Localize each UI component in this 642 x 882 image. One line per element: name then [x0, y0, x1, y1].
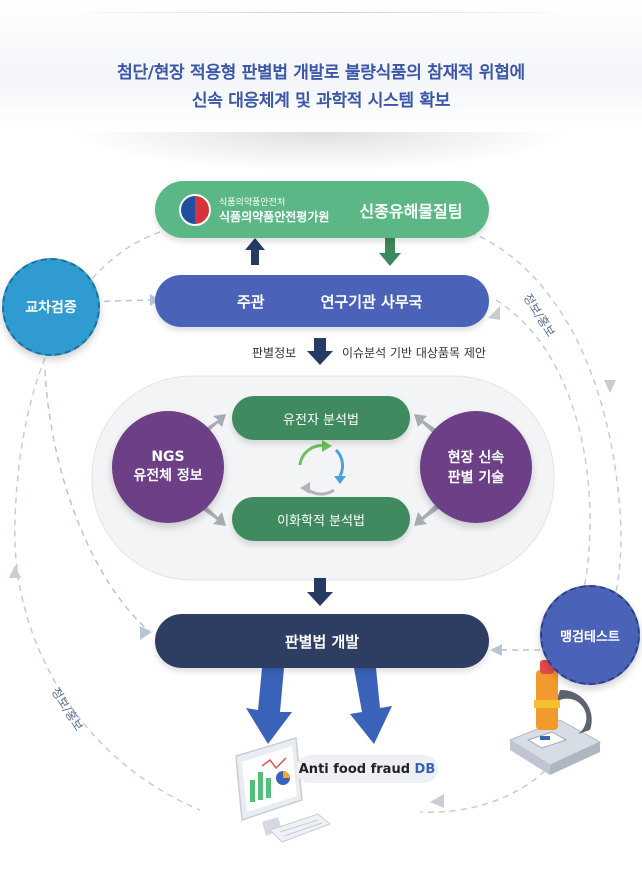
- arrowhead-to-development-left: [140, 626, 152, 640]
- flow-label-right: 이슈분석 기반 대상품목 제안: [342, 346, 486, 360]
- flow-label-left: 판별정보: [252, 346, 297, 360]
- agency-box: 식품의약품안전처 식품의약품안전평가원 신종유해물질팀: [155, 181, 489, 238]
- bottom-dashed-arc: [419, 744, 566, 813]
- arrowhead-right-outer: [604, 380, 616, 393]
- agency-main-label: 식품의약품안전평가원: [219, 209, 330, 224]
- cycle-icon: [298, 440, 346, 496]
- arrow-down-to-development: [307, 578, 333, 606]
- db-label-suffix: DB: [414, 761, 436, 777]
- gray-arrow-ngs-to-chem: [200, 504, 226, 526]
- big-arrow-left: [246, 668, 292, 744]
- big-arrow-right: [350, 668, 392, 744]
- right-inner-dashed-arc: [495, 299, 591, 601]
- field-tech-circle: 현장 신속 판별 기술: [420, 411, 532, 523]
- field-tech-label-line-2: 판별 기술: [447, 470, 505, 486]
- blind-test-label: 맹검테스트: [560, 629, 620, 645]
- arrowhead-to-development-right: [490, 644, 502, 656]
- development-box: 판별법 개발: [155, 614, 489, 668]
- header-shadow: [70, 132, 570, 172]
- arrowhead-to-db: [430, 794, 444, 808]
- computer-illustration: [235, 737, 331, 843]
- left-outer-dashed-arc: [14, 231, 201, 811]
- arrow-up-navy: [245, 238, 265, 265]
- chemical-analysis-box: 이화학적 분석법: [232, 497, 410, 541]
- db-label-prefix: Anti food fraud: [298, 761, 415, 777]
- cross-verify-circle: 교차검증: [2, 258, 100, 356]
- headline-line-1: 첨단/현장 적용형 판별법 개발로 불량식품의 참재적 위협에: [117, 63, 525, 83]
- government-emblem-icon: [179, 193, 211, 226]
- arrowhead-left-outer: [9, 565, 21, 578]
- secretariat-box: 주관 연구기관 사무국: [155, 275, 489, 327]
- ngs-circle: NGS 유전체 정보: [112, 411, 224, 523]
- ngs-label-line-1: NGS: [151, 449, 185, 465]
- left-inner-dashed-arc: [44, 369, 151, 633]
- ngs-label-line-2: 유전체 정보: [133, 468, 203, 484]
- arrow-down-green: [379, 238, 401, 266]
- cross-verify-label: 교차검증: [25, 300, 77, 316]
- team-label: 신종유해물질팀: [359, 201, 463, 221]
- header-divider: [60, 12, 580, 13]
- microscope-illustration: [508, 660, 602, 775]
- field-tech-label-line-1: 현장 신속: [447, 450, 505, 466]
- gene-analysis-box: 유전자 분석법: [232, 396, 410, 440]
- gray-arrow-field-to-chem: [414, 504, 440, 526]
- agency-small-label: 식품의약품안전처: [219, 197, 286, 208]
- headline-line-2: 신속 대응체계 및 과학적 시스템 확보: [191, 91, 451, 111]
- db-label: Anti food fraud DB: [296, 755, 438, 783]
- header-banner: [0, 0, 642, 130]
- secretariat-office-label: 연구기관 사무국: [320, 292, 423, 311]
- arrow-down-from-secretariat: [307, 338, 333, 365]
- arrowhead-secretariat-right: [488, 306, 500, 320]
- secretariat-lead-label: 주관: [237, 292, 265, 311]
- blind-test-circle: 맹검테스트: [540, 585, 640, 685]
